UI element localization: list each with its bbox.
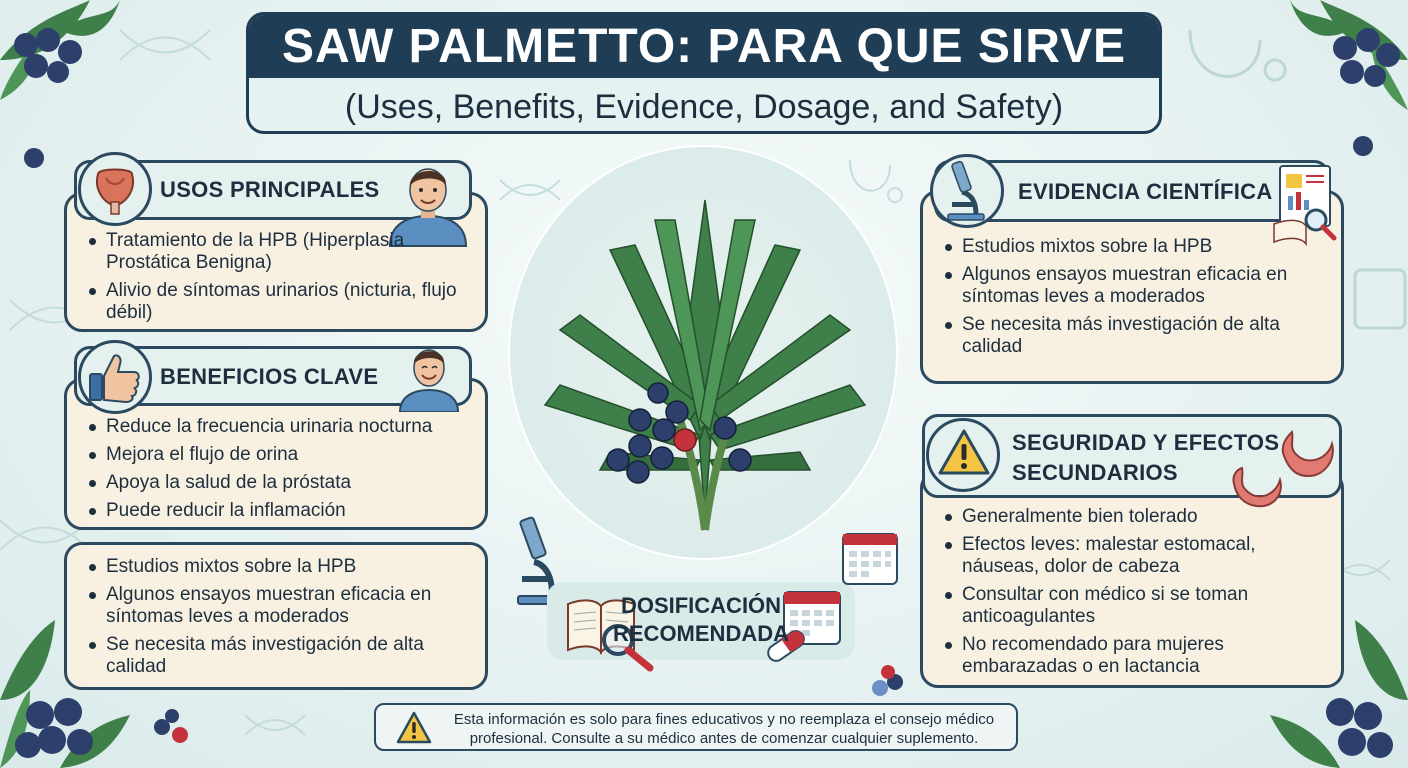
prostate-icon [96,168,134,215]
evidencia-card [920,190,1344,384]
saw-palmetto-plant-icon [543,199,867,531]
list-item: Mejora el flujo de orina [86,444,482,466]
list-item: Consultar con médico si se toman anticoa… [942,584,1332,628]
disclaimer-text: Esta información es solo para fines educ… [453,711,995,747]
berry-icon [14,28,82,83]
list-item: Efectos leves: malestar estomacal, náuse… [942,534,1332,578]
warning-icon [938,429,990,475]
list-item: Algunos ensayos muestran eficacia en sín… [942,264,1332,308]
disclaimer-box: Esta información es solo para fines educ… [374,703,1018,751]
list-item: Estudios mixtos sobre la HPB [942,236,1332,258]
list-item: No recomendado para mujeres embarazadas … [942,634,1332,678]
warning-icon [396,711,432,744]
smiling-man-avatar-icon [398,349,460,412]
usos-list: Tratamiento de la HPB (Hiperplasia Prost… [86,230,476,330]
list-item: Se necesita más investigación de alta ca… [942,314,1332,358]
dosificacion-heading: DOSIFICACIÓN RECOMENDADA [547,592,855,648]
list-item: Puede reducir la inflamación [86,500,482,522]
seguridad-heading-line2: SECUNDARIOS [1012,460,1178,485]
man-avatar-icon [388,168,468,247]
dosificacion-line1: DOSIFICACIÓN [620,593,782,618]
stethoscope-icon [1188,29,1287,82]
list-item: Se necesita más investigación de alta ca… [86,634,466,678]
list-item: Generalmente bien tolerado [942,506,1332,528]
left-evidence-list: Estudios mixtos sobre la HPB Algunos ens… [86,556,466,684]
page-title: SAW PALMETTO: PARA QUE SIRVE [249,15,1159,78]
capsule-icon [767,630,805,662]
research-document-icon [1273,165,1337,246]
stomach-icon [1232,429,1334,508]
berry-cluster-icon [606,400,752,484]
list-item: Estudios mixtos sobre la HPB [86,556,466,578]
evidencia-list: Estudios mixtos sobre la HPB Algunos ens… [942,236,1332,364]
calendar-icon [1353,268,1407,330]
list-item: Algunos ensayos muestran eficacia en sín… [86,584,466,628]
dosificacion-line2: RECOMENDADA [613,621,789,646]
microscope-icon [947,160,985,221]
seguridad-heading-line1: SEGURIDAD Y EFECTOS [1012,430,1280,455]
title-banner: SAW PALMETTO: PARA QUE SIRVE (Uses, Bene… [246,12,1162,134]
usos-heading: USOS PRINCIPALES [160,177,380,202]
page-subtitle: (Uses, Benefits, Evidence, Dosage, and S… [344,88,1064,126]
seguridad-heading: SEGURIDAD Y EFECTOS SECUNDARIOS [1012,428,1279,488]
beneficios-heading: BENEFICIOS CLAVE [160,364,379,389]
list-item: Reduce la frecuencia urinaria nocturna [86,416,482,438]
list-item: Tratamiento de la HPB (Hiperplasia Prost… [86,230,476,274]
seguridad-list: Generalmente bien tolerado Efectos leves… [942,506,1332,684]
left-evidence-card [64,542,488,690]
list-item: Alivio de síntomas urinarios (nicturia, … [86,280,476,324]
magnifier-icon [602,624,654,672]
dna-icon [0,29,1391,736]
thumbs-up-icon [89,354,140,404]
calendar-icon [842,533,898,585]
evidencia-heading: EVIDENCIA CIENTÍFICA [1018,179,1273,204]
beneficios-list: Reduce la frecuencia urinaria nocturna M… [86,416,482,528]
list-item: Apoya la salud de la próstata [86,472,482,494]
